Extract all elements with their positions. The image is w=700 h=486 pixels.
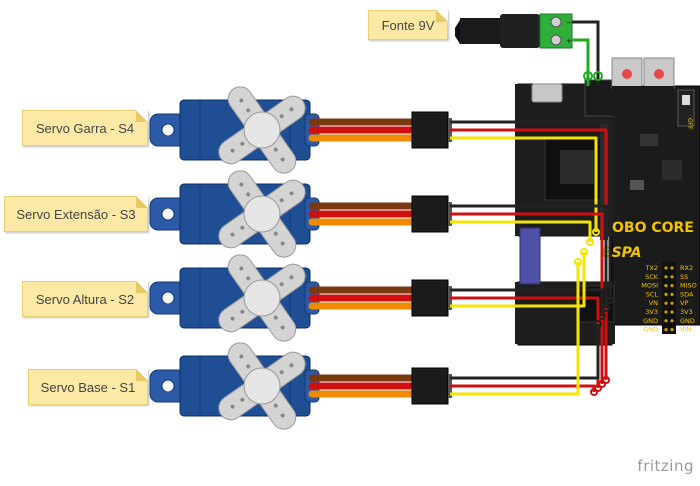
switch-label: OFF bbox=[686, 118, 693, 130]
pin-label-left: VN bbox=[649, 299, 658, 307]
board-model: ESPA bbox=[602, 245, 641, 261]
servo-label-s3-text: Servo Extensão - S3 bbox=[16, 206, 136, 222]
pin-label-left: TX2 bbox=[644, 264, 658, 272]
pin-label-left: SCK bbox=[645, 273, 659, 281]
servo-motor bbox=[149, 254, 452, 342]
pin-label-right: SS bbox=[680, 273, 688, 281]
power-label: Fonte 9V bbox=[368, 10, 448, 40]
servo-label-s1: Servo Base - S1 bbox=[28, 369, 148, 405]
pin-label-left: SCL bbox=[646, 290, 659, 298]
servo-label-s2-text: Servo Altura - S2 bbox=[35, 291, 135, 307]
servo-motor bbox=[149, 170, 452, 258]
power-label-text: Fonte 9V bbox=[381, 17, 435, 33]
servo-label-s2: Servo Altura - S2 bbox=[22, 281, 148, 317]
servo-label-s4-text: Servo Garra - S4 bbox=[35, 120, 135, 136]
pin-label-right: VIN bbox=[680, 326, 691, 334]
svg-text:−: − bbox=[566, 19, 572, 27]
pin-label-right: VP bbox=[680, 299, 688, 307]
pin-label-left: MOSI bbox=[641, 282, 658, 290]
pin-label-right: MISO bbox=[680, 282, 697, 290]
board-brand: OBO CORE bbox=[612, 220, 694, 236]
pin-label-left: GND bbox=[643, 317, 658, 325]
servo-label-s1-text: Servo Base - S1 bbox=[40, 379, 136, 395]
servo-label-s4: Servo Garra - S4 bbox=[22, 110, 148, 146]
pin-label-left: 3V3 bbox=[645, 308, 658, 316]
purple-component bbox=[519, 227, 541, 285]
pin-label-left: GND bbox=[643, 326, 658, 334]
pin-label-right: GND bbox=[680, 317, 695, 325]
pin-label-right: RX2 bbox=[680, 264, 693, 272]
dc-power-jack: − + bbox=[455, 13, 573, 49]
servo-label-s3: Servo Extensão - S3 bbox=[4, 196, 148, 232]
servo-motor bbox=[149, 342, 452, 430]
svg-text:+: + bbox=[566, 37, 572, 45]
pin-label-right: 3V3 bbox=[680, 308, 693, 316]
servo-motor bbox=[149, 86, 452, 174]
fritzing-watermark: fritzing bbox=[637, 457, 694, 475]
pin-label-right: SDA bbox=[680, 290, 694, 298]
